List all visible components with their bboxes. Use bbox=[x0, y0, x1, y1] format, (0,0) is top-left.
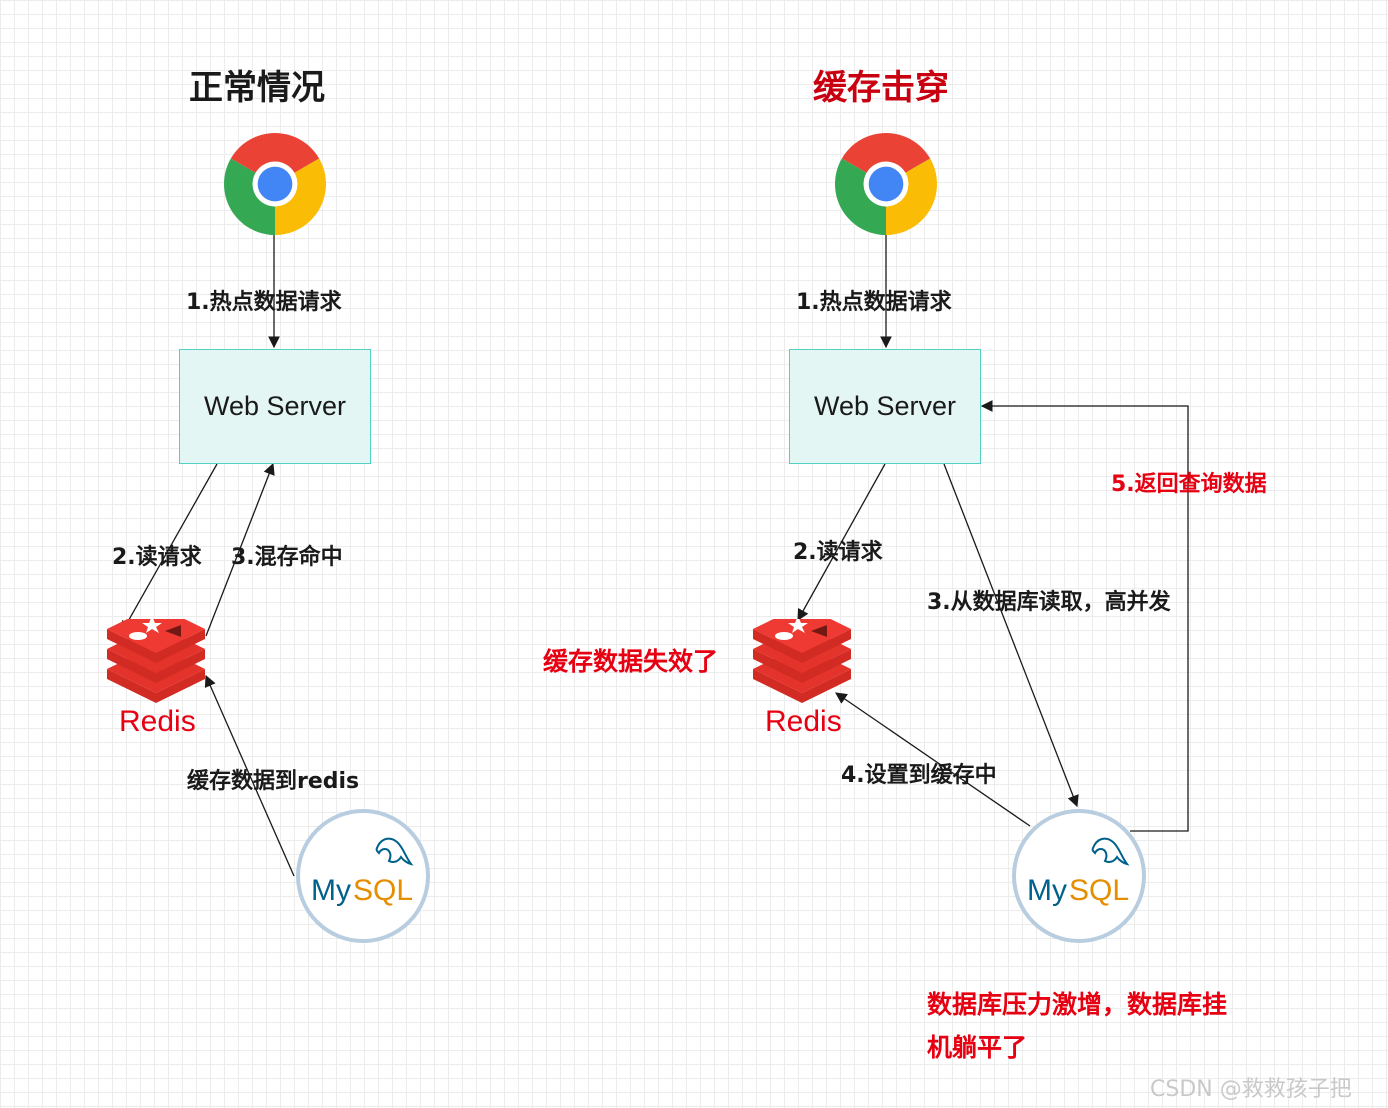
left-title: 正常情况 bbox=[189, 68, 325, 108]
left-redis-label: Redis bbox=[119, 705, 196, 738]
right-step2-label: 2.读请求 bbox=[793, 540, 883, 565]
right-mysql-my: My bbox=[1027, 874, 1067, 907]
right-step4-label: 4.设置到缓存中 bbox=[841, 763, 997, 788]
left-step2-label: 2.读请求 bbox=[112, 545, 202, 570]
left-web-server: Web Server bbox=[179, 349, 371, 464]
right-arrow-set-cache bbox=[835, 692, 1031, 827]
watermark: CSDN @救救孩子把 bbox=[1150, 1077, 1352, 1102]
right-web-server-label: Web Server bbox=[813, 391, 957, 421]
right-step3-label: 3.从数据库读取，高并发 bbox=[927, 590, 1171, 615]
left-step3-label: 3.混存命中 bbox=[231, 545, 343, 570]
right-step1-label: 1.热点数据请求 bbox=[796, 290, 952, 315]
right-cache-invalid-label: 缓存数据失效了 bbox=[543, 647, 719, 676]
right-arrow-return bbox=[980, 400, 1189, 832]
left-step1-label: 1.热点数据请求 bbox=[186, 290, 342, 315]
left-mysql-sql: SQL bbox=[353, 874, 413, 907]
redis-icon bbox=[753, 619, 851, 703]
left-arrow-cache bbox=[204, 674, 295, 877]
right-db-down-line1: 数据库压力激增，数据库挂 bbox=[927, 990, 1228, 1019]
right-arrow-db-read bbox=[943, 463, 1079, 808]
chrome-icon bbox=[224, 133, 326, 235]
right-web-server: Web Server bbox=[789, 349, 981, 464]
right-arrow-read bbox=[797, 463, 886, 622]
left-cache-label: 缓存数据到redis bbox=[187, 769, 360, 794]
left-arrow-read bbox=[121, 463, 218, 634]
right-redis-label: Redis bbox=[765, 705, 842, 738]
right-db-down-line2: 机躺平了 bbox=[927, 1033, 1028, 1062]
mysql-icon: My SQL bbox=[1012, 809, 1146, 943]
right-mysql-sql: SQL bbox=[1069, 874, 1129, 907]
mysql-icon: My SQL bbox=[296, 809, 430, 943]
left-mysql-my: My bbox=[311, 874, 351, 907]
left-arrow-hit bbox=[205, 462, 275, 637]
right-title: 缓存击穿 bbox=[813, 68, 949, 108]
left-web-server-label: Web Server bbox=[203, 391, 347, 421]
right-step5-label: 5.返回查询数据 bbox=[1111, 472, 1267, 497]
redis-icon bbox=[107, 619, 205, 703]
chrome-icon bbox=[835, 133, 937, 235]
